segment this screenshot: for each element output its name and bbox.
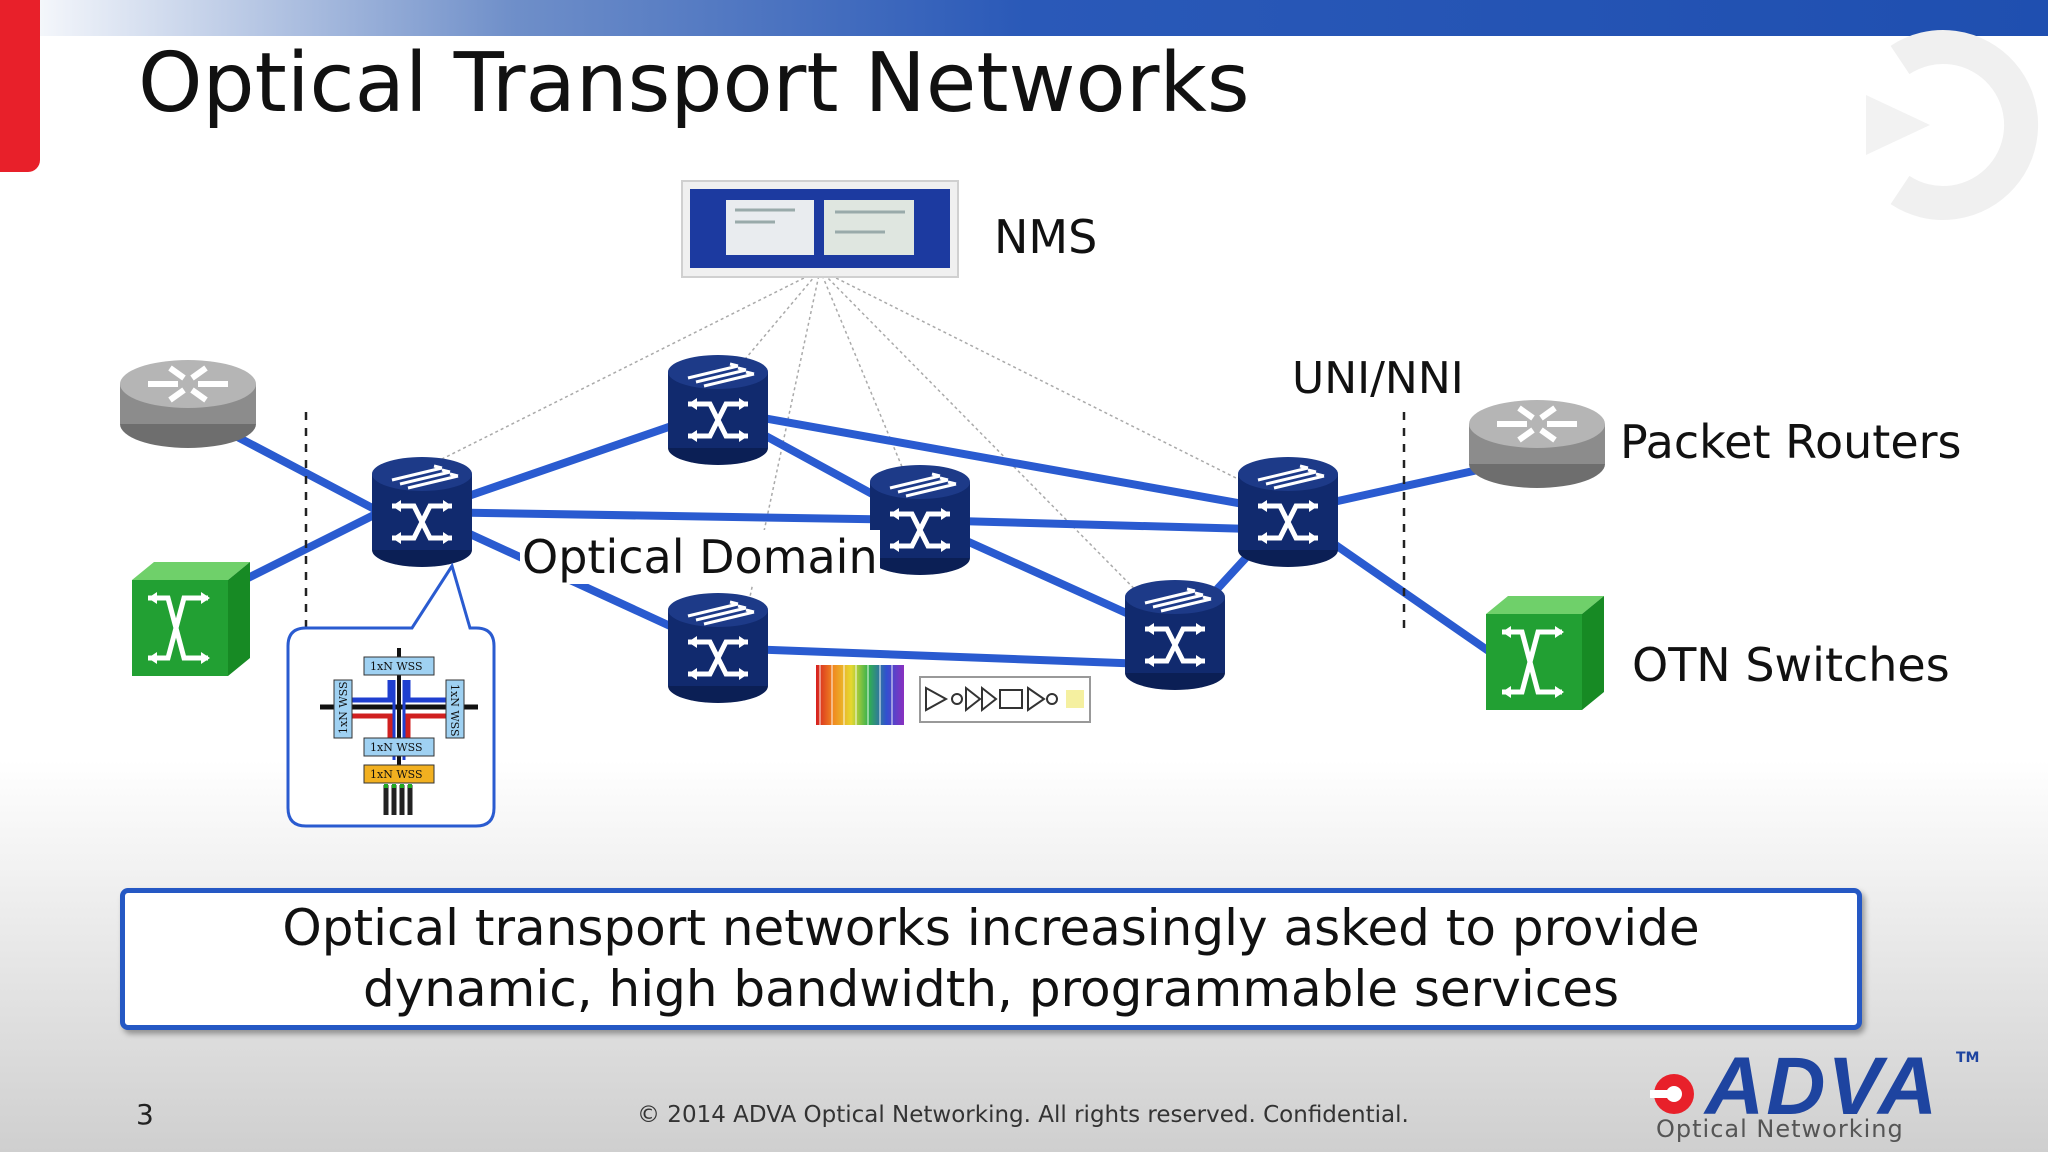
wss-right-label: 1xN WSS — [448, 684, 461, 737]
key-message-box: Optical transport networks increasingly … — [120, 888, 1862, 1030]
optical-domain-label: Optical Domain — [520, 530, 880, 584]
packet-router-right-icon — [1469, 400, 1605, 488]
adva-logo-tm: TM — [1956, 1050, 1980, 1066]
red-accent-tab — [0, 0, 40, 172]
uni-nni-label: UNI/NNI — [1292, 353, 1464, 404]
nms-screen — [681, 180, 959, 278]
otn-switch-left-icon — [132, 562, 250, 676]
wss-bottom-label: 1xN WSS — [370, 741, 423, 754]
roadm-node-left-icon — [372, 457, 472, 567]
otn-switches-label: OTN Switches — [1632, 638, 1950, 692]
wss-top-label: 1xN WSS — [370, 660, 423, 673]
amplifier-chain-icon — [919, 676, 1091, 723]
wss-add-drop-label: 1xN WSS — [370, 768, 423, 781]
slide-title: Optical Transport Networks — [138, 36, 1250, 131]
roadm-node-right-icon — [1238, 457, 1338, 567]
adva-logo-wordmark: ADVA — [1705, 1041, 1940, 1132]
wss-labels: 1xN WSS 1xN WSS 1xN WSS 1xN WSS 1xN WSS — [337, 660, 461, 781]
copyright-footer: © 2014 ADVA Optical Networking. All righ… — [637, 1102, 1409, 1128]
key-message-line-2: dynamic, high bandwidth, programmable se… — [362, 960, 1620, 1018]
roadm-node-lower-right-icon — [1125, 580, 1225, 690]
spectrum-icon — [816, 665, 904, 725]
nms-label: NMS — [994, 210, 1098, 264]
page-number: 3 — [136, 1098, 154, 1131]
packet-router-left-icon — [120, 360, 256, 448]
wss-left-label: 1xN WSS — [337, 681, 350, 734]
adva-logo-subtitle: Optical Networking — [1656, 1115, 1904, 1143]
uni-nni-boundaries — [304, 412, 1406, 632]
roadm-node-top-icon — [668, 355, 768, 465]
roadm-node-center-icon — [870, 465, 970, 575]
packet-routers-label: Packet Routers — [1620, 415, 1962, 469]
roadm-detail-schematic — [320, 648, 478, 815]
roadm-node-bottom-icon — [668, 593, 768, 703]
key-message-line-1: Optical transport networks increasingly … — [282, 899, 1700, 957]
otn-switch-right-icon — [1486, 596, 1604, 710]
top-color-bar — [0, 0, 2048, 36]
